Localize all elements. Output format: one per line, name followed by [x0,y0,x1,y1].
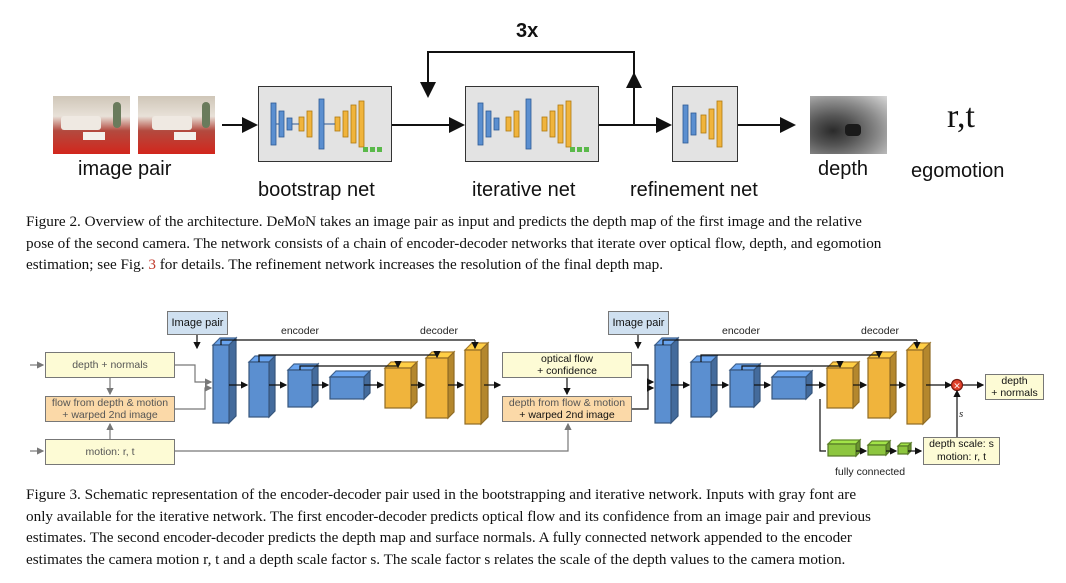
input-flow-line: + warped 2nd image [62,409,158,421]
output-depth-normals: depth + normals [985,374,1044,400]
skip-connection [662,339,917,345]
depth-map-image [810,96,887,154]
skip-connection [220,339,475,345]
caption-line: Figure 2. Overview of the architecture. … [26,213,862,230]
image-pair-photo-1 [53,96,130,154]
output-line: depth [1001,375,1028,387]
optical-flow-line: optical flow [541,353,593,365]
output-line: motion: r, t [936,451,987,463]
encdec-2-enc-block-4 [770,369,814,401]
encdec-1-enc-block-2 [247,354,277,419]
encoder-decoder-icon [270,98,382,152]
caption-line: only available for the iterative network… [26,507,871,525]
depth-label: depth [818,158,869,180]
connection-arrow [632,384,655,410]
skip-connection [741,365,840,370]
loop-label: 3x [516,20,539,42]
encdec-1-dec-block-1 [383,360,419,410]
input-flow-from-depth: flow from depth & motion + warped 2nd im… [45,396,175,422]
caption-line: estimation; see Fig. 3 for details. The … [26,254,1046,276]
connection-arrow [175,384,213,410]
figure-ref-link[interactable]: 3 [148,256,156,273]
image-pair-photo-2 [138,96,215,154]
skip-connection [258,354,437,362]
caption-line: pose of the second camera. The network c… [26,234,882,252]
caption-line: Figure 3. Schematic representation of th… [26,486,857,503]
caption-text: estimation; see Fig. [26,256,149,273]
optical-flow-box: optical flow + confidence [502,352,632,378]
fc-block-3 [896,441,913,456]
caption-line: estimates the camera motion r, t and a d… [26,550,846,568]
skip-connection [299,365,398,370]
fully-connected-label: fully connected [835,466,906,478]
bootstrap-net-box [258,86,392,162]
encdec-1-enc-block-4 [328,369,372,401]
skip-connection [819,399,826,452]
fc-block-2 [866,439,892,457]
encdec-2-dec-block-3 [905,341,932,426]
egomotion-symbol: r,t [947,98,975,135]
iterative-net-label: iterative net [472,179,576,201]
encdec-2-enc-block-2 [689,354,719,419]
image-pair-box-1: Image pair [167,311,228,335]
figure-3-caption: Figure 3. Schematic representation of th… [26,484,1056,570]
output-line: depth scale: s [929,438,994,450]
image-pair-label: image pair [78,158,172,180]
optical-flow-line: + confidence [537,365,597,377]
bootstrap-net-label: bootstrap net [258,179,375,201]
fc-block-1 [826,438,862,458]
input-depth-normals: depth + normals [45,352,175,378]
encdec-2-enc-block-1 [653,336,680,425]
depth-from-flow-line: + warped 2nd image [519,409,615,421]
encdec-2-enc-block-3 [728,362,762,409]
depth-from-flow-box: depth from flow & motion + warped 2nd im… [502,396,632,422]
iterative-net-box [465,86,599,162]
output-scale-motion: depth scale: s motion: r, t [923,437,1000,465]
skip-connection [700,354,879,362]
figure-3-diagram: × [30,335,985,458]
encoder-label-1: encoder [281,325,319,337]
refinement-net-box [672,86,738,162]
connection-arrow [175,422,572,452]
output-line: + normals [991,387,1038,399]
input-motion: motion: r, t [45,439,175,465]
connection-arrow [175,364,213,386]
encoder-label-2: encoder [722,325,760,337]
decoder-label-1: decoder [420,325,458,337]
connection-arrow [632,364,655,386]
caption-line: estimates. The second encoder-decoder pr… [26,529,852,546]
figure-2-arrows [222,51,796,133]
image-pair-box-2: Image pair [608,311,669,335]
egomotion-label: egomotion [911,160,1005,182]
encdec-1-dec-block-3 [463,341,490,426]
depth-from-flow-line: depth from flow & motion [508,397,626,409]
caption-text: for details. The refinement network incr… [155,256,664,273]
encdec-1-enc-block-1 [211,336,238,425]
input-flow-line: flow from depth & motion [51,397,169,409]
refinement-icon [682,100,723,148]
s-label: s [959,408,964,420]
multiply-glyph: × [953,382,961,392]
decoder-label-2: decoder [861,325,899,337]
figure-2-caption: Figure 2. Overview of the architecture. … [26,211,1046,276]
encoder-decoder-icon [477,98,589,152]
refinement-net-label: refinement net [630,179,758,201]
